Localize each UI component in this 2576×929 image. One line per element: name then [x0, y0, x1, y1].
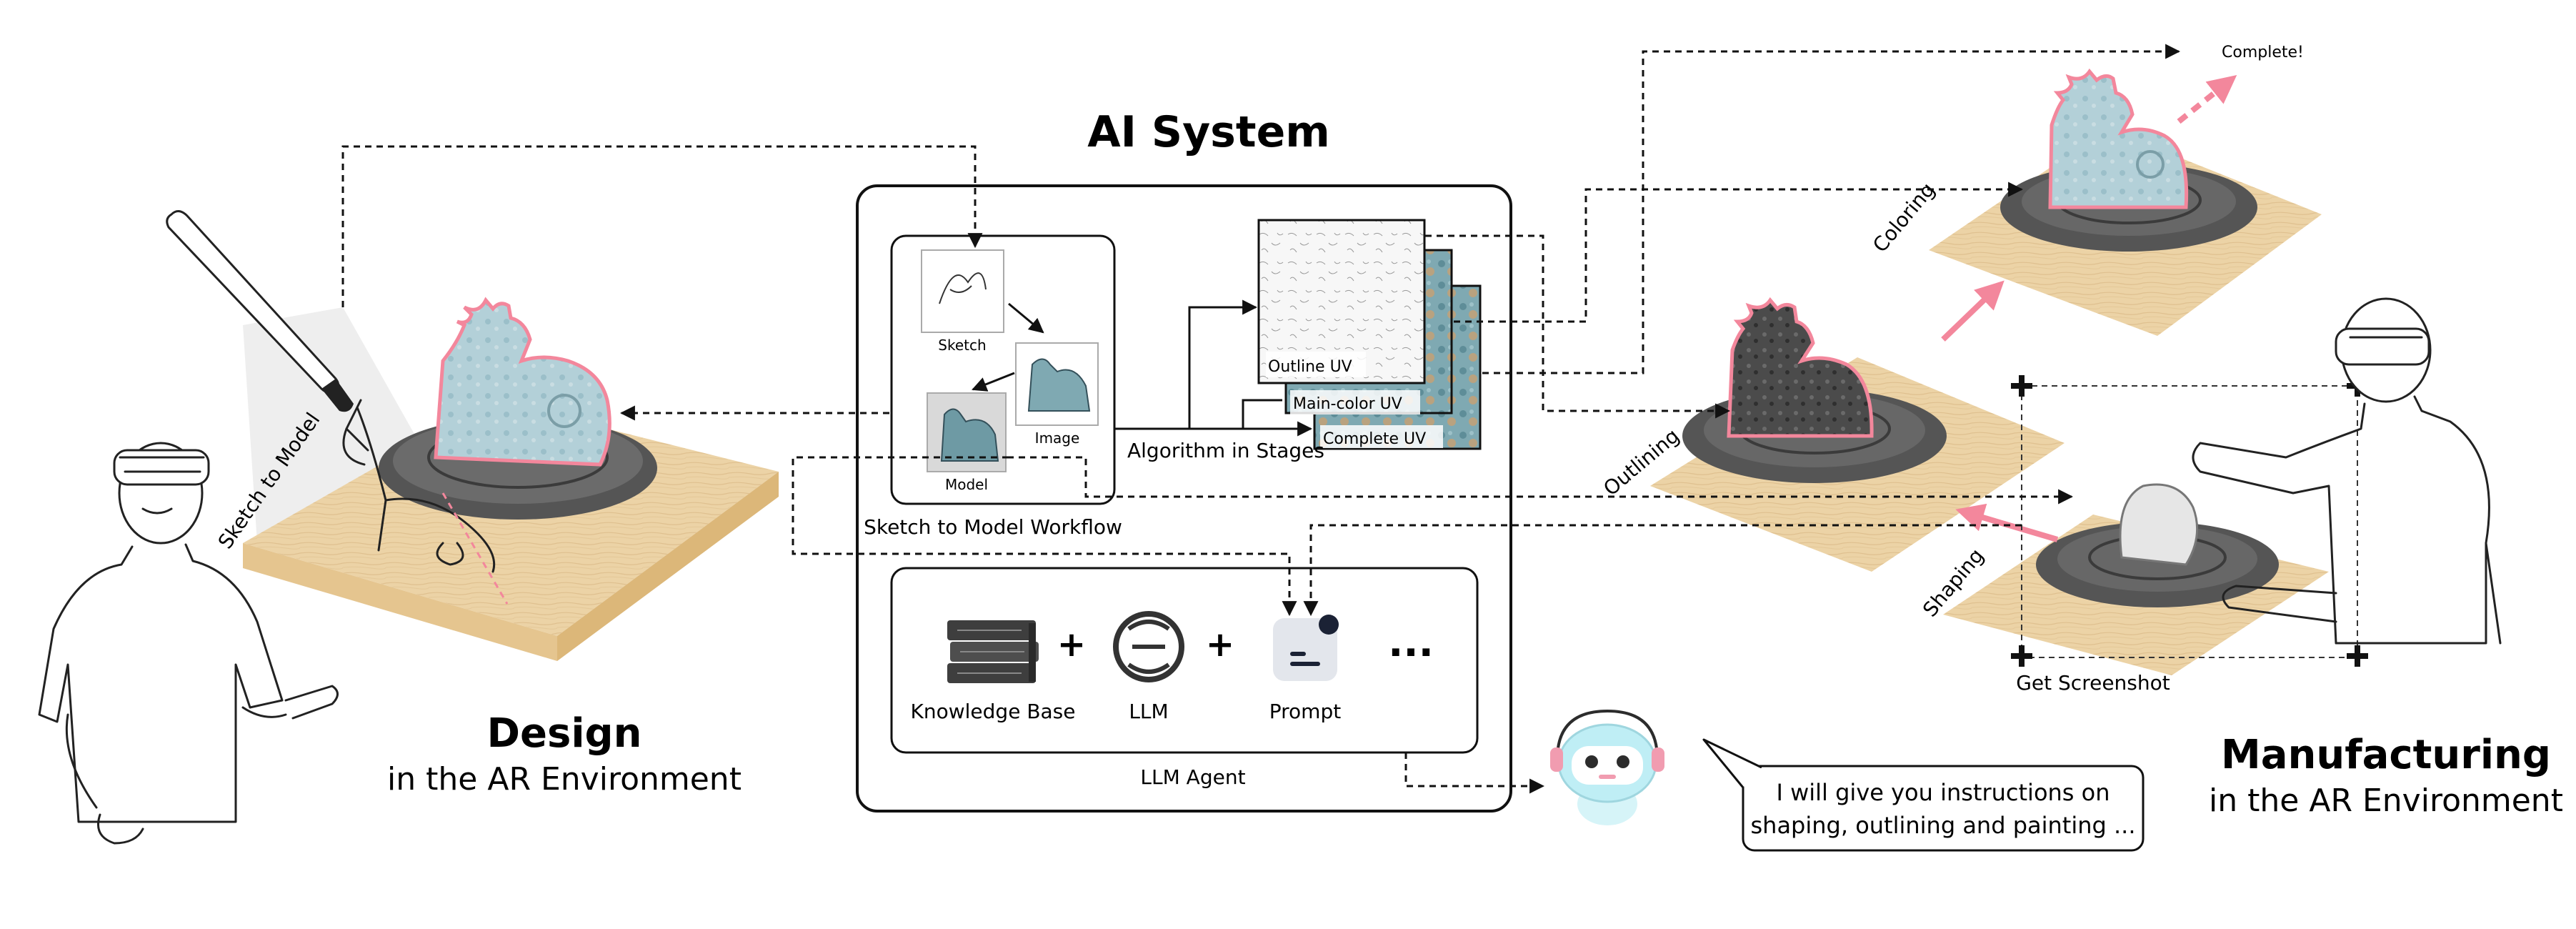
outlining-to-coloring-arrow — [1941, 280, 2005, 342]
model-to-manufacturing-connector — [1007, 456, 2074, 505]
maincolor-uv-label: Main-color UV — [1293, 395, 1402, 413]
prompt-icon — [1273, 615, 1339, 681]
uv-to-outlining-connector — [1425, 234, 1731, 419]
design-scene: Sketch to Model Design in the AR Environ… — [38, 210, 779, 845]
llm-agent-title: LLM Agent — [1140, 765, 1245, 789]
llm-openai-icon — [1113, 611, 1184, 682]
workflow-model-card — [927, 392, 1007, 472]
workflow-sketch-label: Sketch — [938, 337, 986, 354]
design-subtitle: in the AR Environment — [387, 761, 742, 798]
uv-to-complete-connector — [1482, 44, 2181, 374]
plus-2: + — [1206, 625, 1234, 665]
design-title: Design — [487, 710, 642, 757]
agent-speech-bubble — [1702, 738, 2145, 852]
design-wood-board-side — [243, 543, 557, 661]
complete-label: Complete! — [2222, 44, 2304, 61]
prompt-label: Prompt — [1269, 700, 1341, 723]
manufacturing-subtitle: in the AR Environment — [2209, 783, 2563, 819]
uv-stack — [1257, 219, 1482, 450]
bubble-line-1: I will give you instructions on — [1776, 779, 2110, 806]
ai-system-title: AI System — [1087, 107, 1330, 157]
shaping-clay-lump — [2119, 483, 2199, 566]
manufacturing-title: Manufacturing — [2221, 732, 2551, 778]
workflow-title: Sketch to Model Workflow — [864, 515, 1122, 539]
workflow-model-label: Model — [945, 476, 988, 493]
outlining-stage — [1650, 297, 2065, 572]
coloring-to-complete-arrow — [2177, 75, 2237, 124]
design-to-workflow-connector — [341, 145, 983, 307]
workflow-image-card — [1015, 342, 1099, 426]
screenshot-to-prompt-connector — [1303, 524, 2022, 617]
design-horse-sketch — [345, 399, 496, 573]
knowledge-base-label: Knowledge Base — [911, 700, 1076, 723]
shaping-stage — [1943, 483, 2329, 675]
maker-person-sketch — [2192, 297, 2502, 645]
knowledge-base-icon — [947, 620, 1039, 683]
llm-agent-box — [890, 567, 1479, 754]
algorithm-label: Algorithm in Stages — [1127, 439, 1324, 462]
designer-person-sketch — [38, 442, 339, 845]
more-ellipsis: ... — [1388, 620, 1434, 666]
get-screenshot-label: Get Screenshot — [2016, 671, 2170, 695]
complete-uv-label: Complete UV — [1323, 430, 1426, 448]
workflow-sketch-card — [921, 249, 1004, 333]
plus-1: + — [1057, 625, 1086, 665]
outlined-horse-model — [1727, 297, 1874, 438]
paint-brush-icon — [166, 210, 354, 412]
design-horse-model — [434, 297, 611, 467]
llm-label: LLM — [1129, 700, 1168, 723]
uv-to-coloring-connector — [1454, 182, 2024, 323]
model-to-prompt-connector — [792, 456, 1297, 617]
bubble-line-2: shaping, outlining and painting ... — [1750, 812, 2135, 839]
outline-uv-label: Outline UV — [1268, 358, 1352, 376]
coloring-stage — [1929, 68, 2322, 336]
colored-horse-model — [2048, 68, 2189, 209]
robot-assistant-icon — [1550, 709, 1664, 825]
workflow-image-label: Image — [1035, 429, 1080, 447]
